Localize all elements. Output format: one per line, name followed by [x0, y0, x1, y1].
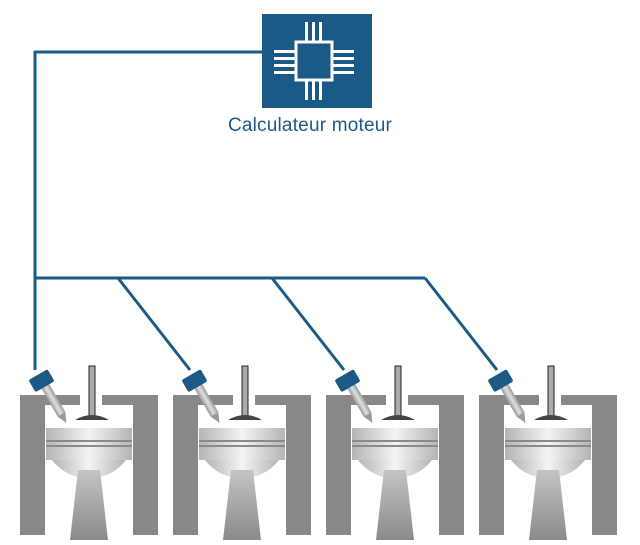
cylinder-wall-left [30, 405, 45, 535]
cylinder-4 [479, 365, 617, 540]
injector-body [40, 382, 66, 417]
cylinder-wall-right [133, 405, 148, 535]
wiring-harness [33, 50, 499, 371]
cylinder-wall-left [489, 405, 504, 535]
connecting-rod [529, 470, 567, 540]
injector-body [193, 382, 219, 417]
valve-stem [547, 365, 555, 419]
injector-nozzle [210, 411, 220, 423]
ecu-label: Calculateur moteur [227, 115, 393, 136]
cylinder-wall-left [336, 405, 351, 535]
injector-cap [335, 369, 360, 392]
cylinder-wall-right [286, 405, 301, 535]
injector-body [346, 382, 372, 417]
injector-nozzle [57, 411, 67, 423]
ecu-box [262, 14, 372, 108]
valve-stem [88, 365, 96, 419]
piston-skirt [511, 460, 585, 478]
cylinder-3 [326, 365, 464, 540]
piston-skirt [205, 460, 279, 478]
branch-wire-2 [116, 277, 192, 371]
piston [199, 428, 285, 460]
valve-stem [394, 365, 402, 419]
valve-head-icon [534, 415, 568, 420]
piston [46, 428, 132, 460]
valve-stem [241, 365, 249, 419]
cylinder-wall-right [439, 405, 454, 535]
injector-cap [488, 369, 513, 392]
injector-body [499, 382, 525, 417]
microchip-icon [274, 22, 354, 100]
cylinder-bank [20, 365, 617, 540]
valve-head-icon [381, 415, 415, 420]
connecting-rod [223, 470, 261, 540]
valve-head-icon [228, 415, 262, 420]
piston-skirt [52, 460, 126, 478]
connecting-rod [70, 470, 108, 540]
piston [352, 428, 438, 460]
injector-cap [182, 369, 207, 392]
injector-nozzle [516, 411, 526, 423]
main-wire [33, 50, 262, 370]
branch-wire-3 [270, 277, 346, 371]
injector-icon [335, 369, 373, 423]
piston [505, 428, 591, 460]
injector-icon [182, 369, 220, 423]
branch-wire-4 [423, 277, 499, 371]
cylinder-2 [173, 365, 311, 540]
valve-head-icon [75, 415, 109, 420]
connecting-rod [376, 470, 414, 540]
cylinder-wall-right [592, 405, 607, 535]
cylinder-1 [20, 365, 158, 540]
cylinder-wall-left [183, 405, 198, 535]
injector-nozzle [363, 411, 373, 423]
injector-icon [29, 369, 67, 423]
piston-skirt [358, 460, 432, 478]
injector-icon [488, 369, 526, 423]
injector-cap [29, 369, 54, 392]
